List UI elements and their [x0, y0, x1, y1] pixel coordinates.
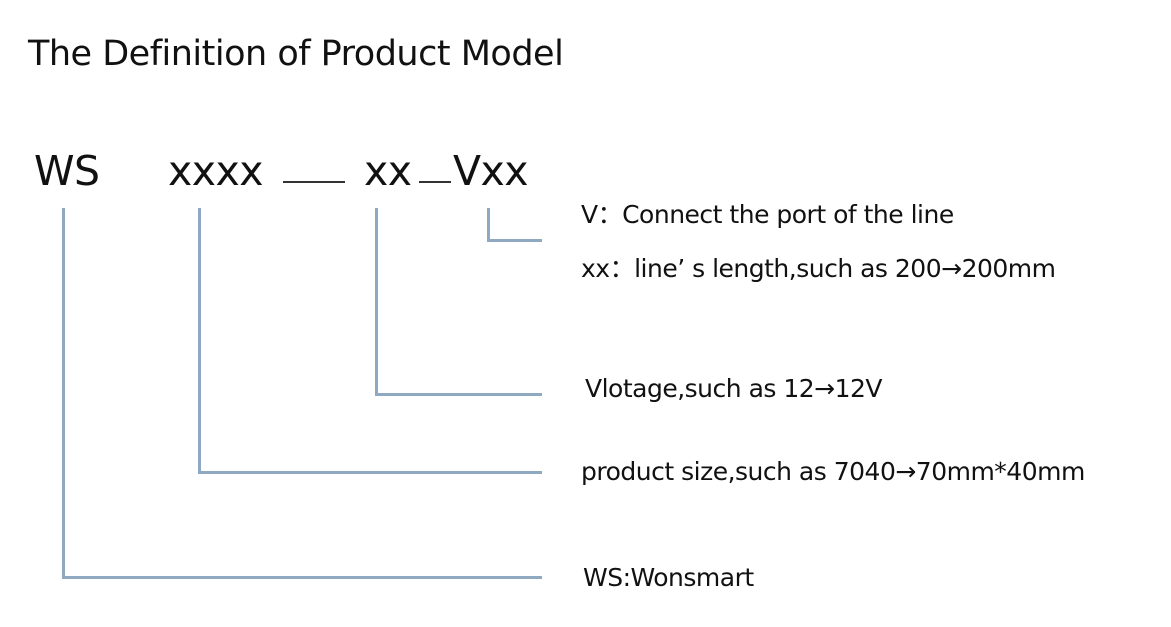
code-prefix: WS — [34, 147, 100, 195]
connector-brand-vertical — [62, 208, 65, 579]
code-size: xxxx — [168, 147, 264, 195]
connector-voltage-vertical — [375, 208, 378, 396]
code-separator-1 — [283, 181, 345, 183]
desc-size: product size,such as 7040→70mm*40mm — [581, 457, 1085, 486]
connector-size-horizontal — [198, 471, 542, 474]
connector-brand-horizontal — [62, 576, 542, 579]
connector-line-horizontal — [487, 239, 542, 242]
desc-voltage: Vlotage,such as 12→12V — [585, 374, 883, 403]
connector-line-vertical — [487, 208, 490, 242]
code-separator-2 — [419, 181, 451, 183]
diagram-title: The Definition of Product Model — [28, 34, 564, 74]
connector-voltage-horizontal — [375, 393, 542, 396]
desc-line-length: xx：line’ s length,such as 200→200mm — [581, 254, 1056, 283]
desc-brand: WS:Wonsmart — [583, 563, 754, 592]
code-line: Vxx — [453, 147, 529, 195]
connector-size-vertical — [198, 208, 201, 474]
desc-line-port: V：Connect the port of the line — [581, 200, 954, 229]
code-voltage: xx — [364, 147, 412, 195]
